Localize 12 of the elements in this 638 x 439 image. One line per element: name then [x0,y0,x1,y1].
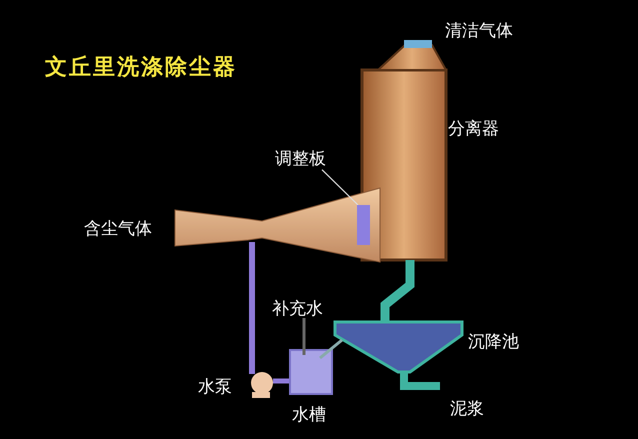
leader-line [322,169,358,206]
diagram-title: 文丘里洗涤除尘器 [45,53,237,82]
part-label: 补充水 [272,300,323,319]
part-label: 含尘气体 [84,220,152,239]
part-label: 水泵 [198,378,232,397]
part-label: 分离器 [448,120,499,139]
adjusting-plate [357,205,370,245]
part-label: 清洁气体 [445,22,513,41]
part-label: 水槽 [292,406,326,425]
part-label: 沉降池 [468,333,519,352]
part-label: 调整板 [275,150,326,169]
part-label: 泥浆 [450,400,484,419]
